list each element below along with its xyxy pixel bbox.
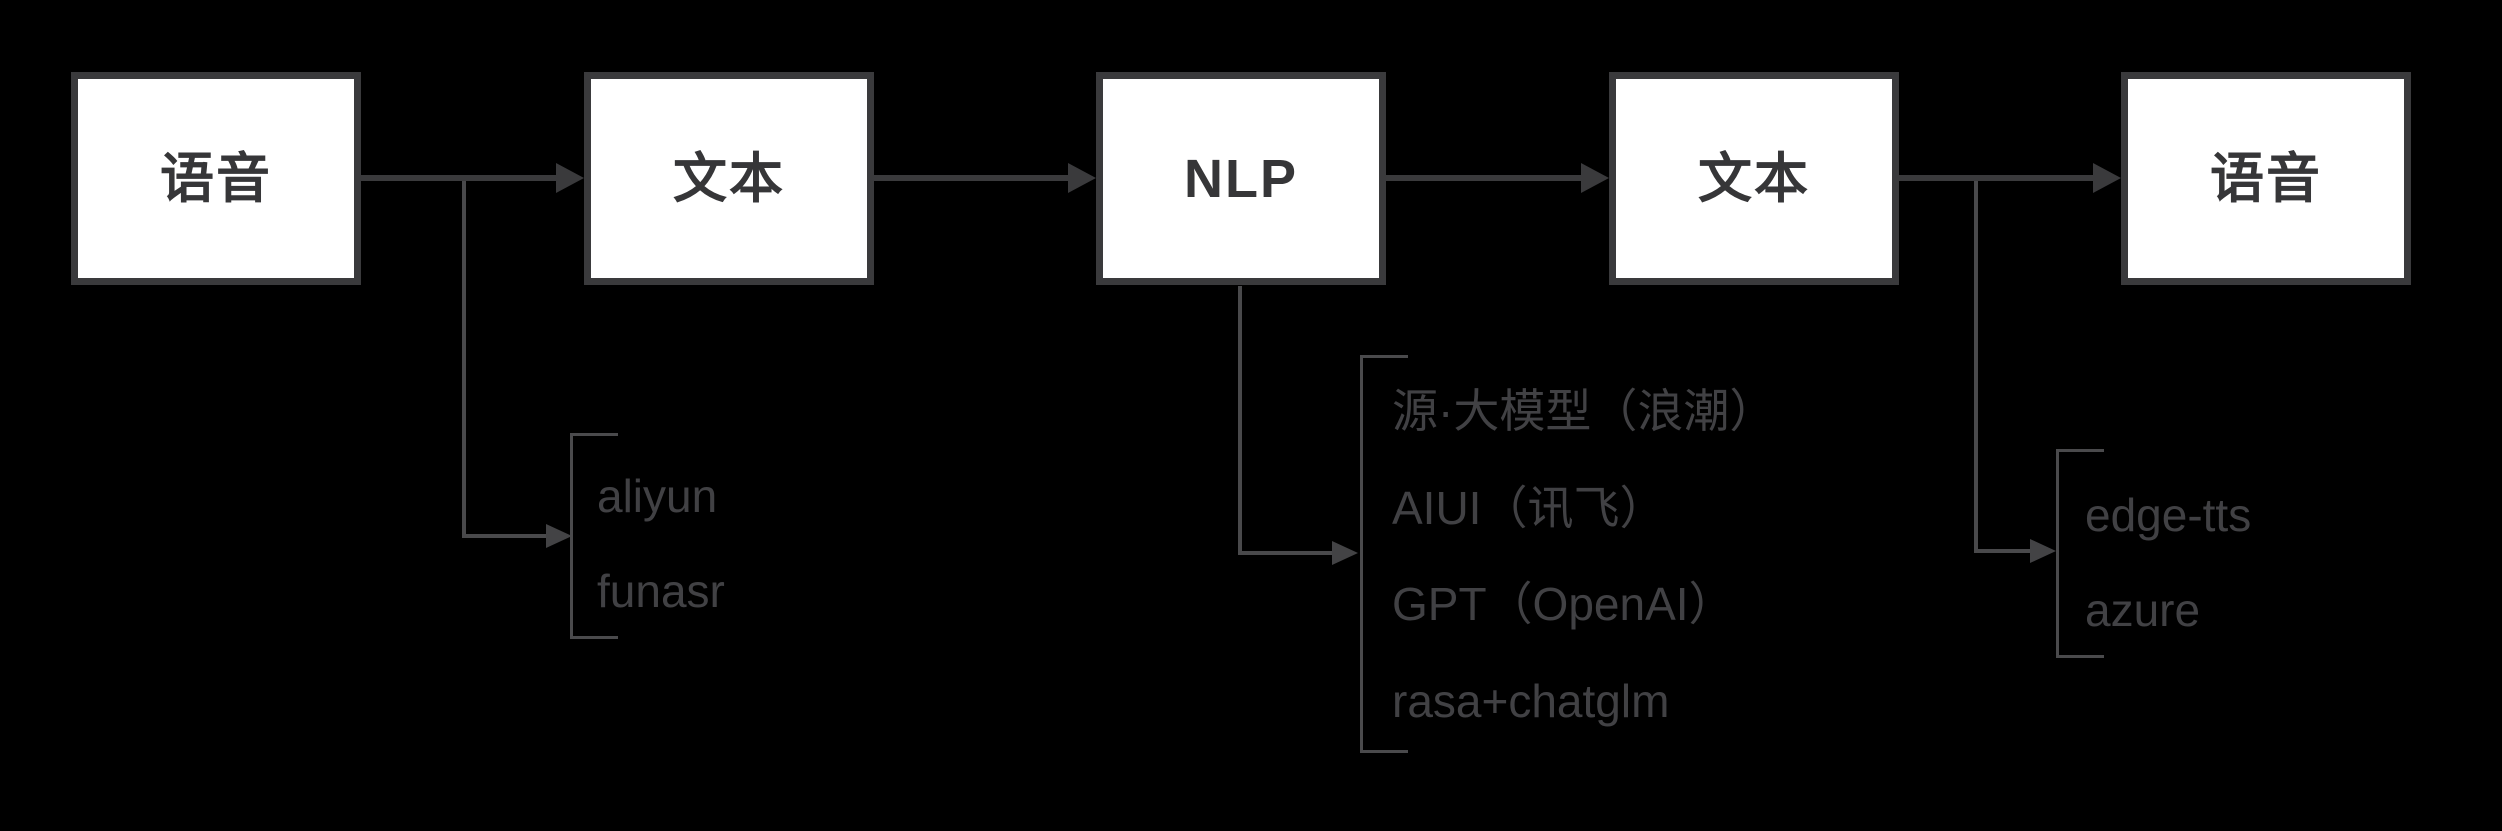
arrowhead-right-icon <box>556 163 584 193</box>
bracket-tick <box>2059 655 2104 658</box>
nlp-item-aiui: AIUI（讯飞） <box>1392 482 1666 534</box>
arrow-shaft <box>361 175 560 181</box>
bracket-tick <box>1363 750 1408 753</box>
arrowhead-right-icon <box>1068 163 1096 193</box>
node-nlp-label: NLP <box>1184 148 1298 209</box>
node-voice-output: 语音 <box>2121 72 2411 285</box>
tts-item-azure: azure <box>2085 584 2201 636</box>
tts-item-edge-tts: edge-tts <box>2085 489 2252 541</box>
nlp-item-gpt: GPT（OpenAI） <box>1392 578 1735 630</box>
nlp-bracket <box>1360 355 1411 753</box>
node-text-reply-label: 文本 <box>1698 148 1810 209</box>
arrowhead-right-icon <box>1581 163 1609 193</box>
tts-branch-vertical-line <box>1974 181 1978 553</box>
node-voice-output-label: 语音 <box>2210 148 2322 209</box>
flow-arrow-3 <box>1386 160 1609 196</box>
bracket-tick <box>573 433 618 436</box>
arrow-shaft <box>874 175 1072 181</box>
tts-branch-horizontal-line <box>1974 549 2034 553</box>
flow-arrow-4 <box>1899 160 2121 196</box>
asr-branch-arrowhead-icon <box>546 524 572 548</box>
tts-branch-arrowhead-icon <box>2030 539 2056 563</box>
node-text-reply: 文本 <box>1609 72 1899 285</box>
bracket-tick <box>2059 449 2104 452</box>
tts-bracket <box>2056 449 2104 658</box>
node-voice-input-label: 语音 <box>160 148 272 209</box>
nlp-branch-arrowhead-icon <box>1332 541 1358 565</box>
arrow-shaft <box>1899 175 2097 181</box>
asr-item-aliyun: aliyun <box>597 470 718 522</box>
bracket-tick <box>573 636 618 639</box>
asr-branch-horizontal-line <box>462 534 548 538</box>
node-nlp: NLP <box>1096 72 1386 285</box>
bracket-tick <box>1363 355 1408 358</box>
flow-arrow-1 <box>361 160 584 196</box>
node-text-asr-label: 文本 <box>673 148 785 209</box>
asr-item-funasr: funasr <box>597 565 725 617</box>
nlp-item-yuan-model: 源·大模型（浪潮） <box>1392 385 1776 437</box>
asr-branch-vertical-line <box>462 181 466 538</box>
flow-arrow-2 <box>874 160 1096 196</box>
nlp-item-rasa-chatglm: rasa+chatglm <box>1392 675 1670 727</box>
nlp-branch-horizontal-line <box>1238 551 1334 555</box>
asr-bracket <box>570 433 621 639</box>
node-text-asr: 文本 <box>584 72 874 285</box>
node-voice-input: 语音 <box>71 72 361 285</box>
nlp-branch-vertical-line <box>1238 286 1242 555</box>
arrowhead-right-icon <box>2093 163 2121 193</box>
arrow-shaft <box>1386 175 1585 181</box>
